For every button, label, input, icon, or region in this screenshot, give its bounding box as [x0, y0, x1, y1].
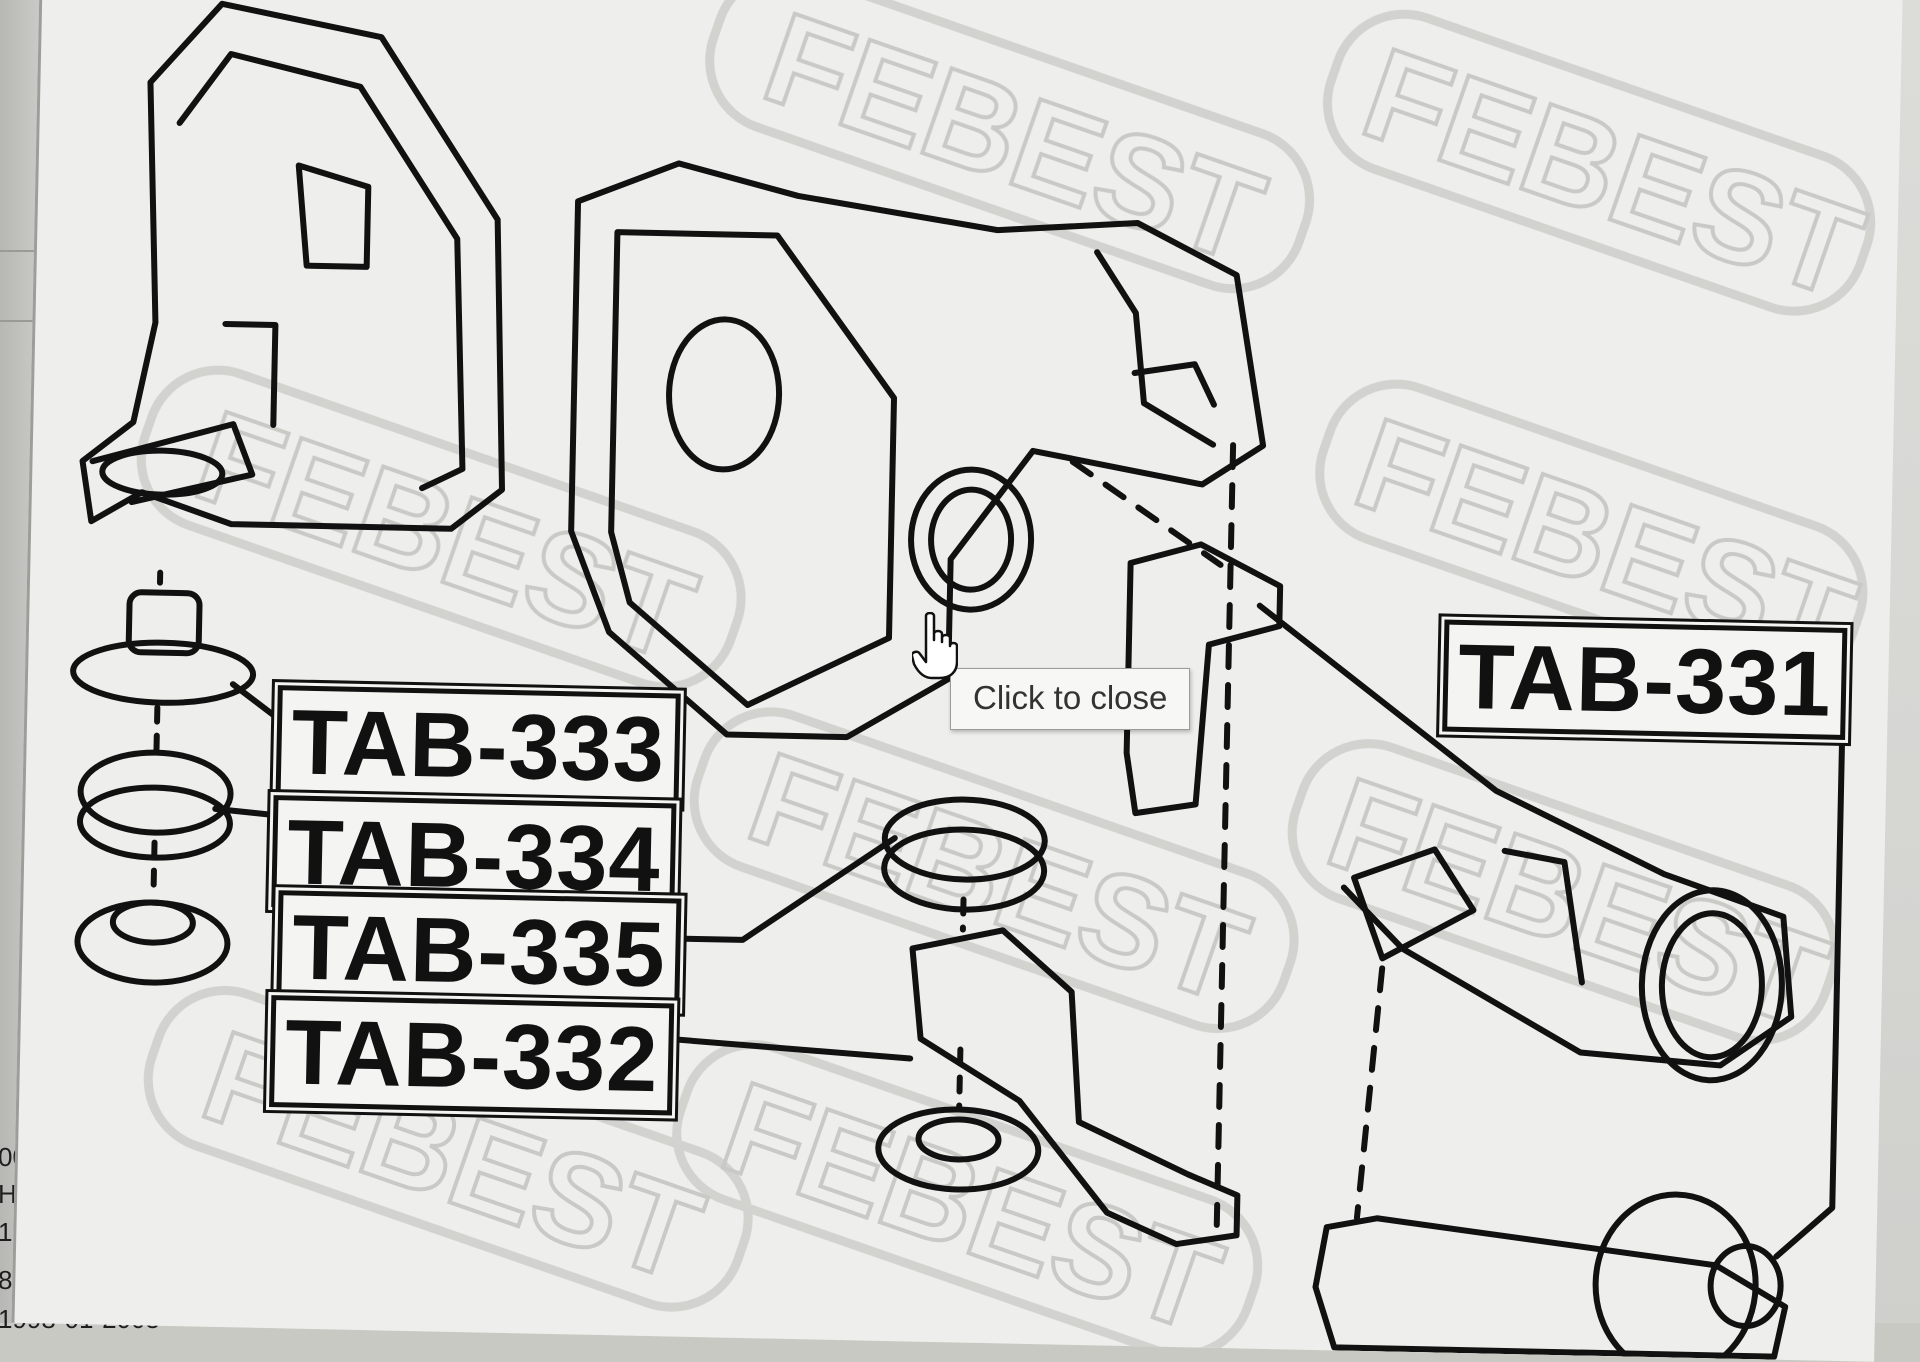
watermark-brand: FEBEST	[1312, 749, 1844, 1056]
tooltip-text: Click to close	[973, 679, 1168, 716]
part-label-tab-331[interactable]: TAB-331	[1442, 619, 1848, 740]
parts-diagram-image[interactable]: FEBEST FEBEST FEBEST FEBEST FEBEST FEBES…	[11, 0, 1903, 1362]
click-to-close-tooltip[interactable]: Click to close	[950, 668, 1191, 730]
part-label-tab-335[interactable]: TAB-335	[276, 890, 682, 1011]
watermark-group	[136, 0, 1876, 1360]
watermark-brand: FEBEST	[179, 382, 711, 689]
line-art	[70, 0, 1846, 1362]
watermark-brand: FEBEST	[1347, 20, 1879, 327]
watermark-brand: FEBEST	[705, 1053, 1237, 1360]
hand-pointer-icon	[912, 612, 958, 680]
part-label-tab-332[interactable]: TAB-332	[269, 995, 675, 1116]
part-label-tab-333[interactable]: TAB-333	[275, 685, 682, 806]
